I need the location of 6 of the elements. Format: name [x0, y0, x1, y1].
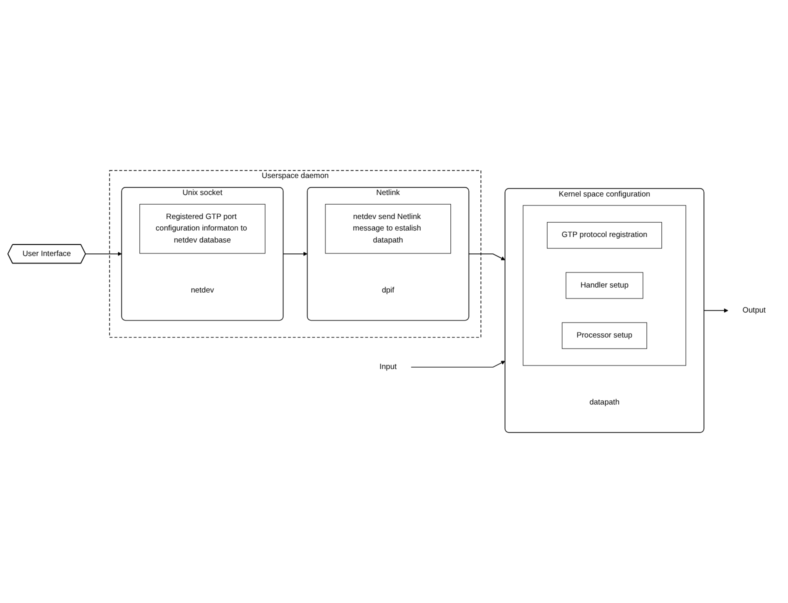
- arrow: [704, 308, 728, 313]
- arrow: [410, 360, 506, 368]
- arrow: [282, 252, 308, 256]
- cluster: [522, 205, 686, 366]
- arrow: [85, 252, 122, 256]
- arrow: [468, 254, 506, 260]
